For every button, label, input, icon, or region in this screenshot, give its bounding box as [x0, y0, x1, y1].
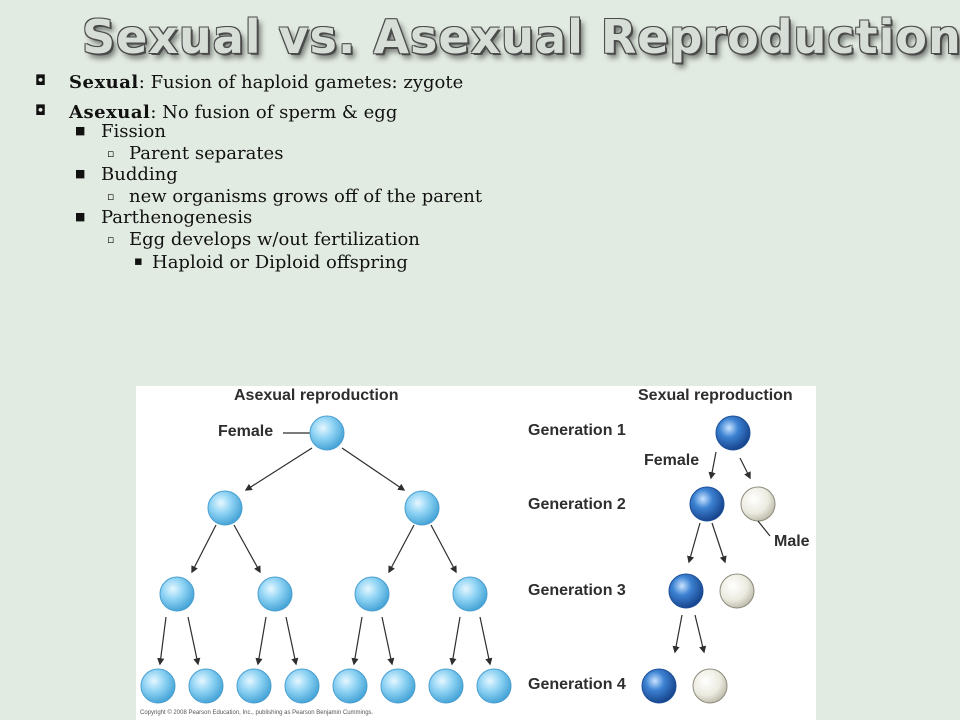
sub-item-text: new organisms grows off of the parent	[129, 186, 483, 207]
male-label: Male	[774, 533, 810, 550]
bullet-asexual: ◘ Asexual: No fusion of sperm & egg	[35, 102, 398, 123]
sub-item-text: Haploid or Diploid offspring	[152, 252, 408, 273]
bullet-sexual: ◘ Sexual: Fusion of haploid gametes: zyg…	[35, 72, 464, 93]
copyright-text: Copyright © 2008 Pearson Education, Inc.…	[140, 710, 374, 716]
arrow	[381, 616, 395, 666]
bullet-text: : No fusion of sperm & egg	[150, 102, 398, 123]
arrow	[687, 522, 701, 564]
arrow	[157, 616, 167, 666]
male-cell	[719, 573, 755, 609]
reproduction-diagram: Asexual reproduction Sexual reproduction…	[136, 386, 816, 720]
arrow	[479, 616, 493, 666]
sub-item-parent-separates: ▫ Parent separates	[107, 143, 284, 164]
asexual-arrows	[157, 447, 493, 666]
sub-item-fission: ■ Fission	[75, 121, 166, 142]
sub-item-parthenogenesis: ■ Parthenogenesis	[75, 207, 253, 228]
female-label-right: Female	[644, 452, 700, 469]
sub-item-text: Parent separates	[129, 143, 284, 164]
arrow	[285, 616, 299, 666]
generation-1-label: Generation 1	[528, 422, 626, 439]
sub-item-text: Parthenogenesis	[101, 207, 253, 228]
male-cell	[692, 668, 728, 704]
asexual-cell	[284, 668, 320, 704]
arrow	[449, 616, 461, 666]
male-connector-line	[757, 520, 771, 537]
arrow	[708, 451, 717, 480]
female-cell	[689, 486, 725, 522]
arrow	[255, 616, 267, 666]
square-bullet-icon: ■	[75, 167, 86, 180]
asexual-cell	[236, 668, 272, 704]
sexual-cells	[641, 415, 776, 704]
asexual-cell	[207, 490, 243, 526]
asexual-cell	[428, 668, 464, 704]
sub-item-text: Fission	[101, 121, 166, 142]
female-cell	[715, 415, 751, 451]
asexual-cell	[354, 576, 390, 612]
bullet-text: : Fusion of haploid gametes: zygote	[138, 72, 464, 93]
asexual-cell	[380, 668, 416, 704]
arrow	[341, 447, 406, 491]
asexual-cell	[332, 668, 368, 704]
arrow	[187, 616, 201, 666]
dot-bullet-icon: ▪	[134, 254, 143, 269]
female-label-left: Female	[218, 423, 274, 440]
asexual-cell	[476, 668, 512, 704]
sexual-arrows	[672, 451, 751, 654]
arrow	[351, 616, 363, 666]
arrow	[694, 614, 707, 654]
bullet-term: Asexual	[69, 102, 151, 123]
arrow	[711, 522, 727, 564]
sub-item-new-organisms: ▫ new organisms grows off of the parent	[107, 186, 483, 207]
arrow	[244, 447, 313, 491]
asexual-cell	[188, 668, 224, 704]
asexual-cell	[404, 490, 440, 526]
generation-3-label: Generation 3	[528, 582, 626, 599]
female-cell	[641, 668, 677, 704]
hollow-square-bullet-icon: ▫	[107, 147, 115, 160]
asexual-cell	[309, 415, 345, 451]
sub-item-egg-develops: ▫ Egg develops w/out fertilization	[107, 229, 420, 250]
sub-item-text: Budding	[101, 164, 178, 185]
asexual-cell	[452, 576, 488, 612]
hollow-square-bullet-icon: ▫	[107, 190, 115, 203]
arrow	[388, 524, 415, 574]
bullet-term: Sexual	[69, 72, 139, 93]
sub-item-budding: ■ Budding	[75, 164, 178, 185]
asexual-cell	[159, 576, 195, 612]
arrow	[191, 524, 217, 574]
square-bullet-icon: ◘	[35, 73, 47, 89]
asexual-cells	[140, 415, 512, 704]
generation-2-label: Generation 2	[528, 496, 626, 513]
arrow	[430, 524, 457, 574]
male-cell	[740, 486, 776, 522]
hollow-square-bullet-icon: ▫	[107, 233, 115, 246]
sexual-title: Sexual reproduction	[638, 387, 793, 404]
arrow	[672, 614, 683, 654]
square-bullet-icon: ■	[75, 210, 86, 223]
arrow	[233, 524, 261, 574]
generation-4-label: Generation 4	[528, 676, 626, 693]
sub-item-text: Egg develops w/out fertilization	[129, 229, 420, 250]
asexual-cell	[140, 668, 176, 704]
female-cell	[668, 573, 704, 609]
diagram-graphics	[140, 415, 776, 704]
arrow	[739, 457, 751, 480]
square-bullet-icon: ■	[75, 124, 86, 137]
slide-title: Sexual vs. Asexual Reproduction	[82, 10, 960, 64]
sub-item-haploid-diploid: ▪ Haploid or Diploid offspring	[134, 252, 408, 273]
square-bullet-icon: ◘	[35, 103, 47, 119]
asexual-title: Asexual reproduction	[234, 387, 399, 404]
asexual-cell	[257, 576, 293, 612]
